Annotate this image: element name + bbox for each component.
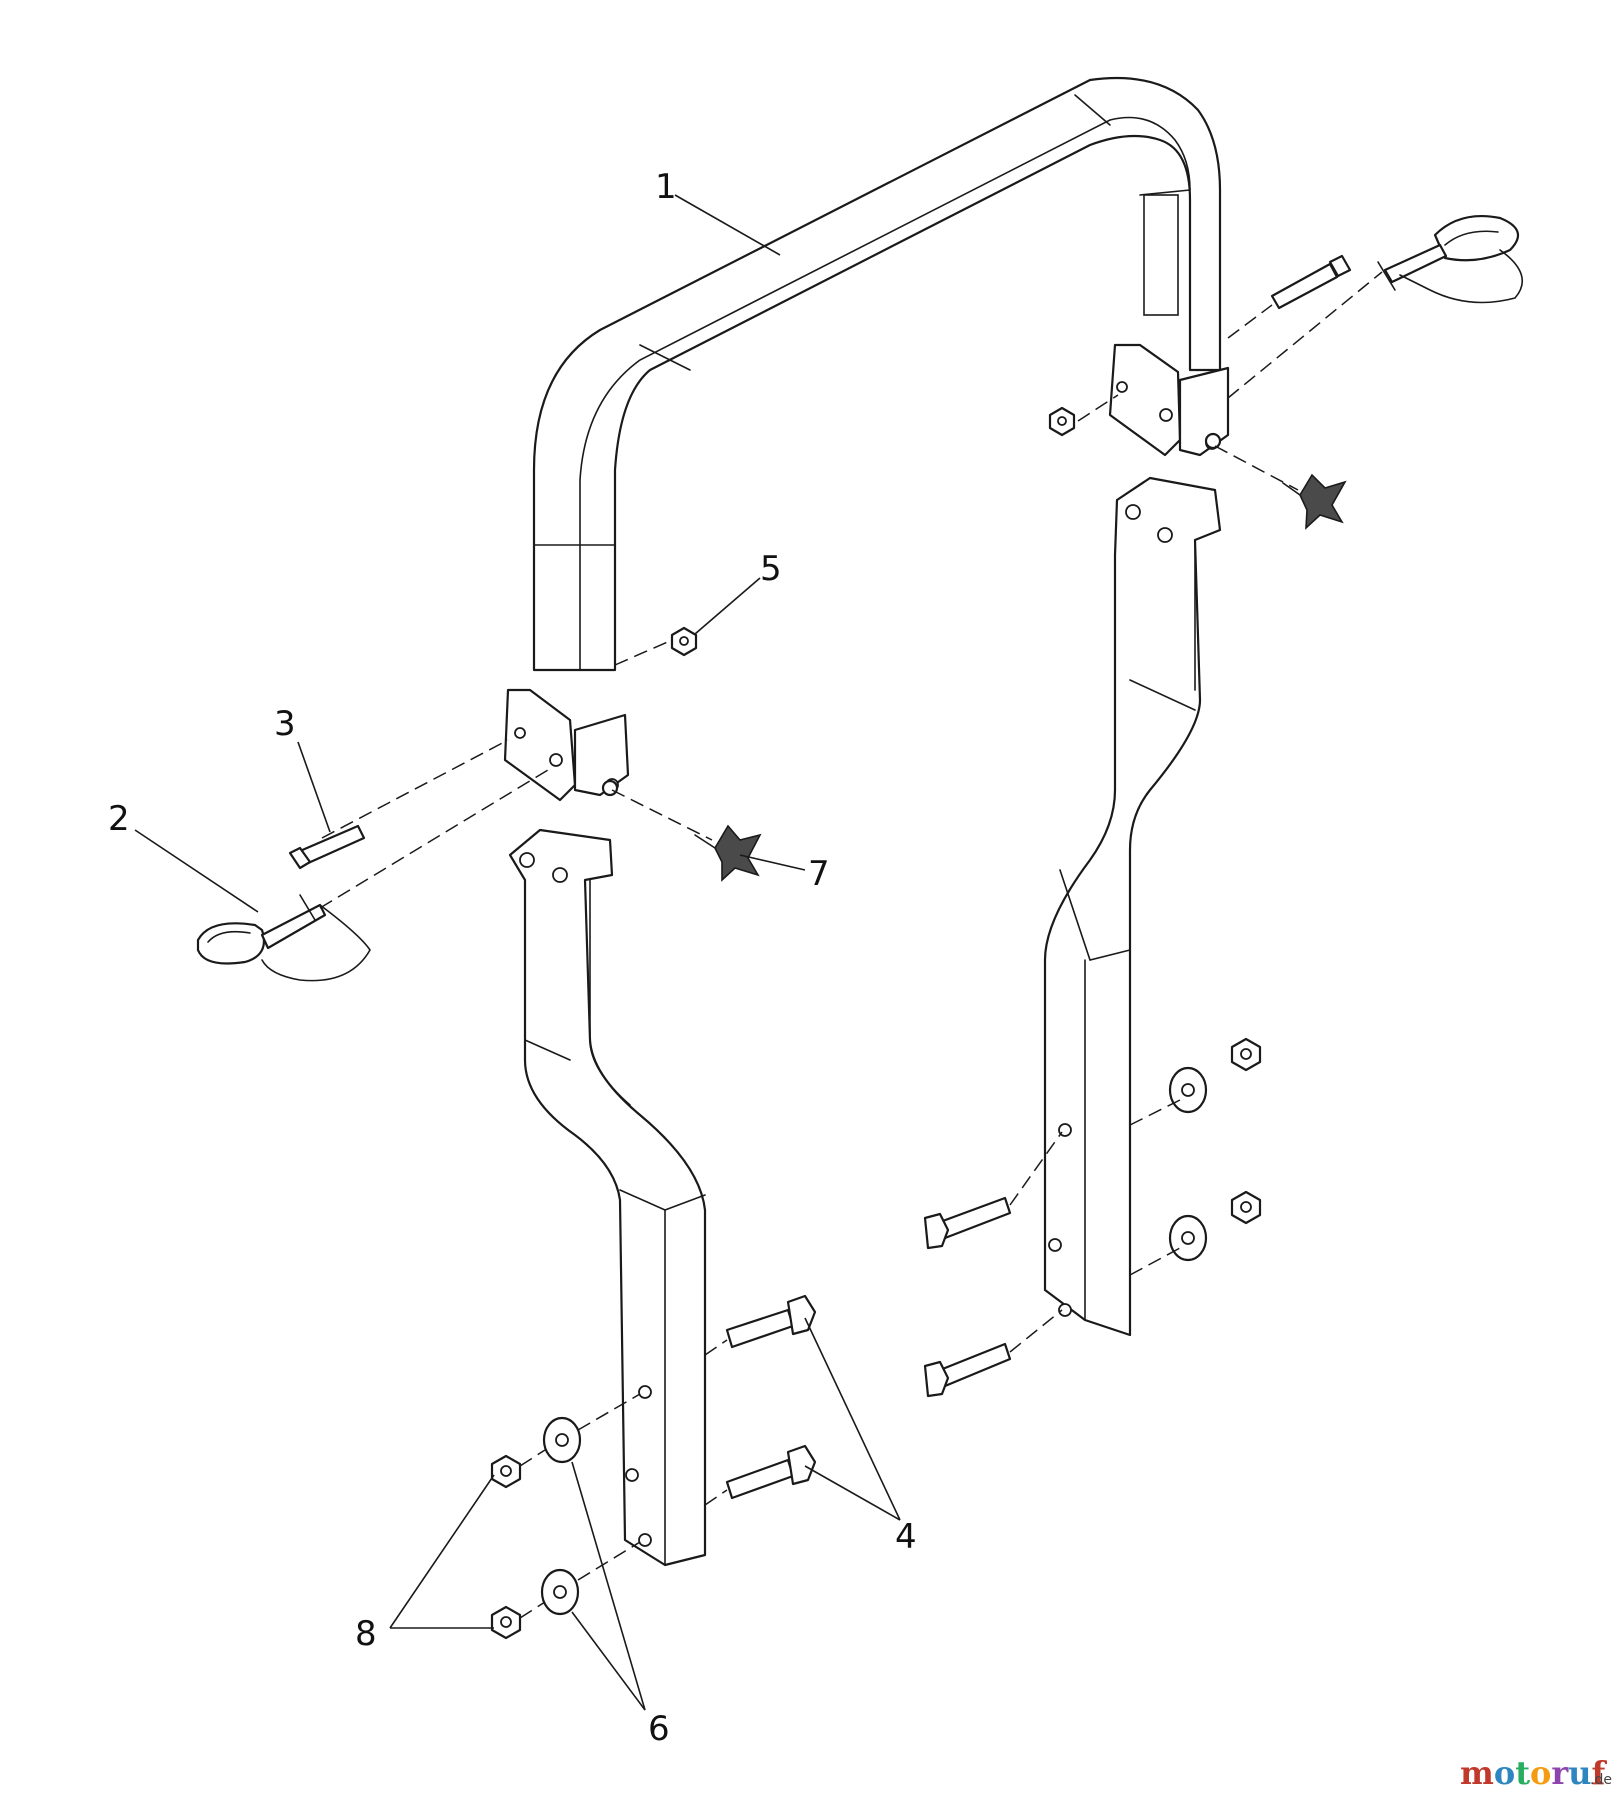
hex-nut-upper-right xyxy=(1048,406,1076,437)
hex-bolt-left-lower xyxy=(725,1444,817,1500)
star-knob-right xyxy=(1282,473,1347,530)
hex-bolt-left-upper xyxy=(725,1294,817,1349)
clevis-pin-right xyxy=(1270,254,1352,310)
lower-right-leg xyxy=(1043,476,1222,1337)
washer-right-upper xyxy=(1168,1066,1208,1114)
star-knob-left xyxy=(694,824,762,882)
logo-letter: o xyxy=(1494,1754,1515,1792)
logo-letter: o xyxy=(1530,1754,1551,1792)
hitch-pin-right xyxy=(1377,214,1524,304)
hex-nut-upper-left xyxy=(670,626,698,657)
upper-roll-bar xyxy=(532,76,1222,672)
callout-4: 4 xyxy=(895,1517,917,1557)
logo-letter: f xyxy=(1591,1754,1607,1792)
clevis-pin-left xyxy=(288,824,366,870)
callout-2: 2 xyxy=(108,799,130,839)
washer-left-upper xyxy=(542,1416,582,1464)
hitch-pin-left xyxy=(196,894,371,982)
hex-bolt-right-lower xyxy=(923,1342,1012,1398)
callout-5: 5 xyxy=(760,549,782,589)
logo-letter: m xyxy=(1460,1754,1494,1792)
bracket-set-screw-right xyxy=(1204,432,1222,450)
upper-left-bracket xyxy=(503,688,630,802)
callout-8: 8 xyxy=(355,1614,377,1654)
hex-nut-right-upper xyxy=(1230,1037,1262,1072)
logo-letter: t xyxy=(1515,1754,1530,1792)
callout-6: 6 xyxy=(648,1709,670,1749)
leader-lines xyxy=(134,194,901,1711)
assembly-lines xyxy=(319,271,1383,1619)
motoruf-logo: motoruf .de xyxy=(1460,1754,1612,1792)
lower-left-leg xyxy=(508,828,707,1567)
callout-1: 1 xyxy=(655,167,677,207)
hex-nut-left-lower xyxy=(490,1605,522,1640)
logo-letter: r xyxy=(1551,1754,1569,1792)
upper-right-bracket xyxy=(1108,343,1230,457)
hex-nut-left-upper xyxy=(490,1454,522,1489)
logo-suffix: .de xyxy=(1590,1772,1612,1788)
bracket-set-screw-left xyxy=(601,779,619,797)
svg-text:motoruf: motoruf xyxy=(1460,1754,1607,1792)
callout-7: 7 xyxy=(808,854,830,894)
hex-nut-right-lower xyxy=(1230,1190,1262,1225)
washer-right-lower xyxy=(1168,1214,1208,1262)
logo-letter: u xyxy=(1568,1754,1591,1792)
callout-3: 3 xyxy=(274,704,296,744)
hex-bolt-right-upper xyxy=(923,1196,1012,1250)
washer-left-lower xyxy=(540,1568,580,1616)
